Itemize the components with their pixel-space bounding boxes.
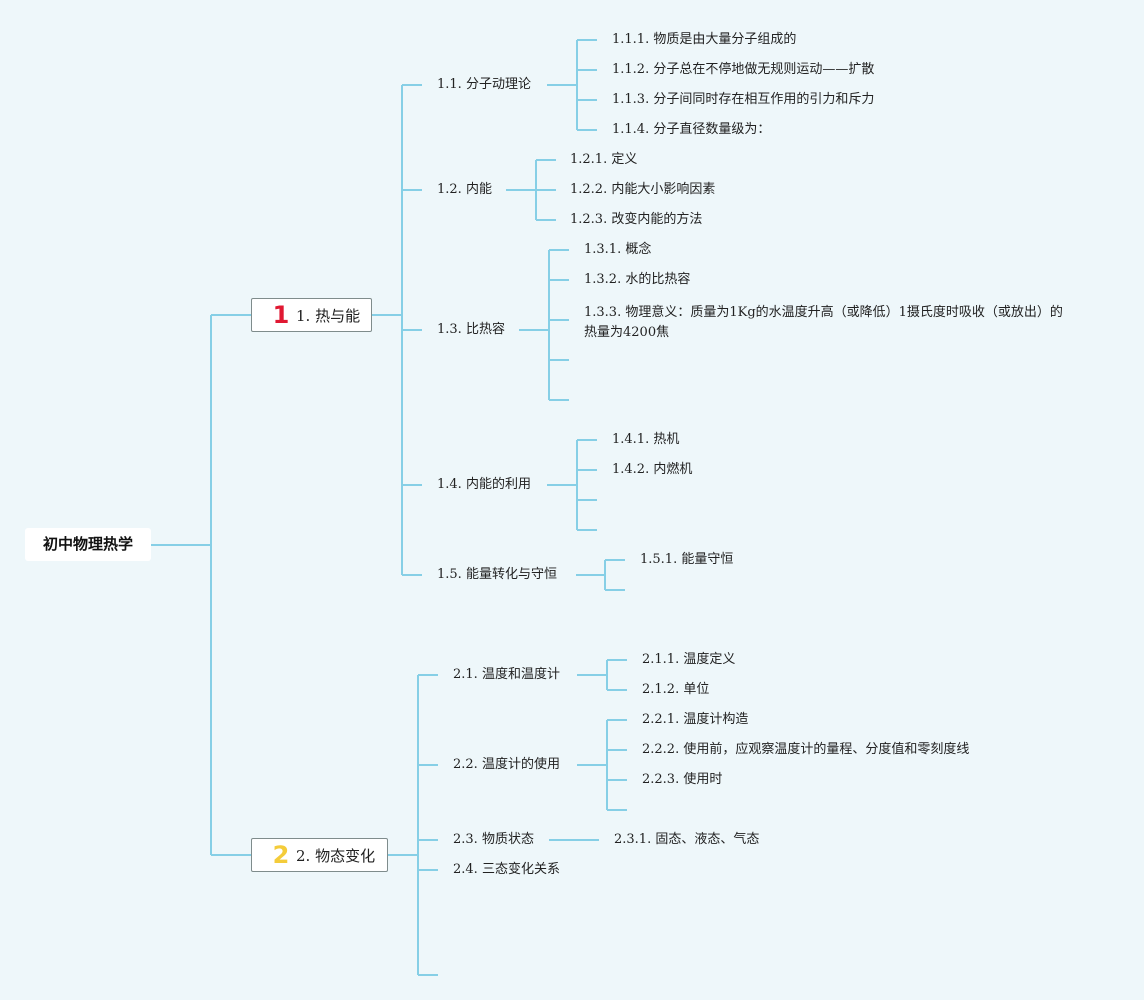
connector-section-2 — [388, 674, 438, 976]
subtopic-1-2-1[interactable]: 1.2.1. 定义 — [570, 152, 638, 167]
subtopic-1-4-1[interactable]: 1.4.1. 热机 — [612, 432, 680, 447]
subtopic-2-1-1[interactable]: 2.1.1. 温度定义 — [642, 652, 736, 667]
connector-1-4 — [547, 439, 597, 531]
connector-1-2 — [506, 159, 556, 221]
subtopic-1-1-1[interactable]: 1.1.1. 物质是由大量分子组成的 — [612, 32, 797, 47]
topic-1-2[interactable]: 1.2. 内能 — [437, 182, 492, 197]
subtopic-2-2-3[interactable]: 2.2.3. 使用时 — [642, 772, 723, 787]
subtopic-1-3-2[interactable]: 1.3.2. 水的比热容 — [584, 272, 691, 287]
topic-1-1[interactable]: 1.1. 分子动理论 — [437, 77, 531, 92]
connector-1-5 — [576, 559, 625, 591]
subtopic-2-2-2[interactable]: 2.2.2. 使用前，应观察温度计的量程、分度值和零刻度线 — [642, 742, 970, 757]
number-badge-1: 1 — [272, 301, 290, 329]
topic-2-4[interactable]: 2.4. 三态变化关系 — [453, 862, 560, 877]
root-topic[interactable]: 初中物理热学 — [25, 528, 151, 561]
topic-1-4[interactable]: 1.4. 内能的利用 — [437, 477, 531, 492]
subtopic-2-3-1[interactable]: 2.3.1. 固态、液态、气态 — [614, 832, 760, 847]
subtopic-2-2-1[interactable]: 2.2.1. 温度计构造 — [642, 712, 749, 727]
connector-2-2 — [577, 719, 627, 811]
topic-2-1[interactable]: 2.1. 温度和温度计 — [453, 667, 560, 682]
section-label: 2. 物态变化 — [296, 846, 376, 865]
connector-1-1 — [547, 39, 597, 131]
subtopic-2-1-2[interactable]: 2.1.2. 单位 — [642, 682, 710, 697]
topic-2-2[interactable]: 2.2. 温度计的使用 — [453, 757, 560, 772]
connector-root — [151, 314, 251, 856]
connector-section-1 — [372, 84, 422, 576]
topic-1-3[interactable]: 1.3. 比热容 — [437, 322, 505, 337]
connector-2-1 — [577, 659, 627, 691]
subtopic-1-1-4[interactable]: 1.1.4. 分子直径数量级为： — [612, 122, 771, 137]
connector-1-3 — [519, 249, 569, 401]
section-topic-1[interactable]: 1 1. 热与能 — [251, 298, 372, 332]
topic-2-3[interactable]: 2.3. 物质状态 — [453, 832, 534, 847]
subtopic-1-1-2[interactable]: 1.1.2. 分子总在不停地做无规则运动——扩散 — [612, 62, 875, 77]
number-badge-2: 2 — [272, 841, 290, 869]
subtopic-1-5-1[interactable]: 1.5.1. 能量守恒 — [640, 552, 734, 567]
subtopic-1-2-3[interactable]: 1.2.3. 改变内能的方法 — [570, 212, 703, 227]
subtopic-1-4-2[interactable]: 1.4.2. 内燃机 — [612, 462, 693, 477]
section-label: 1. 热与能 — [296, 306, 361, 325]
subtopic-1-3-3[interactable]: 1.3.3. 物理意义：质量为1Kg的水温度升高（或降低）1摄氏度时吸收（或放出… — [584, 305, 1063, 340]
subtopic-1-3-1[interactable]: 1.3.1. 概念 — [584, 242, 652, 257]
section-topic-2[interactable]: 2 2. 物态变化 — [251, 838, 388, 872]
topic-1-5[interactable]: 1.5. 能量转化与守恒 — [437, 567, 557, 582]
subtopic-1-1-3[interactable]: 1.1.3. 分子间同时存在相互作用的引力和斥力 — [612, 92, 875, 107]
subtopic-1-2-2[interactable]: 1.2.2. 内能大小影响因素 — [570, 182, 716, 197]
